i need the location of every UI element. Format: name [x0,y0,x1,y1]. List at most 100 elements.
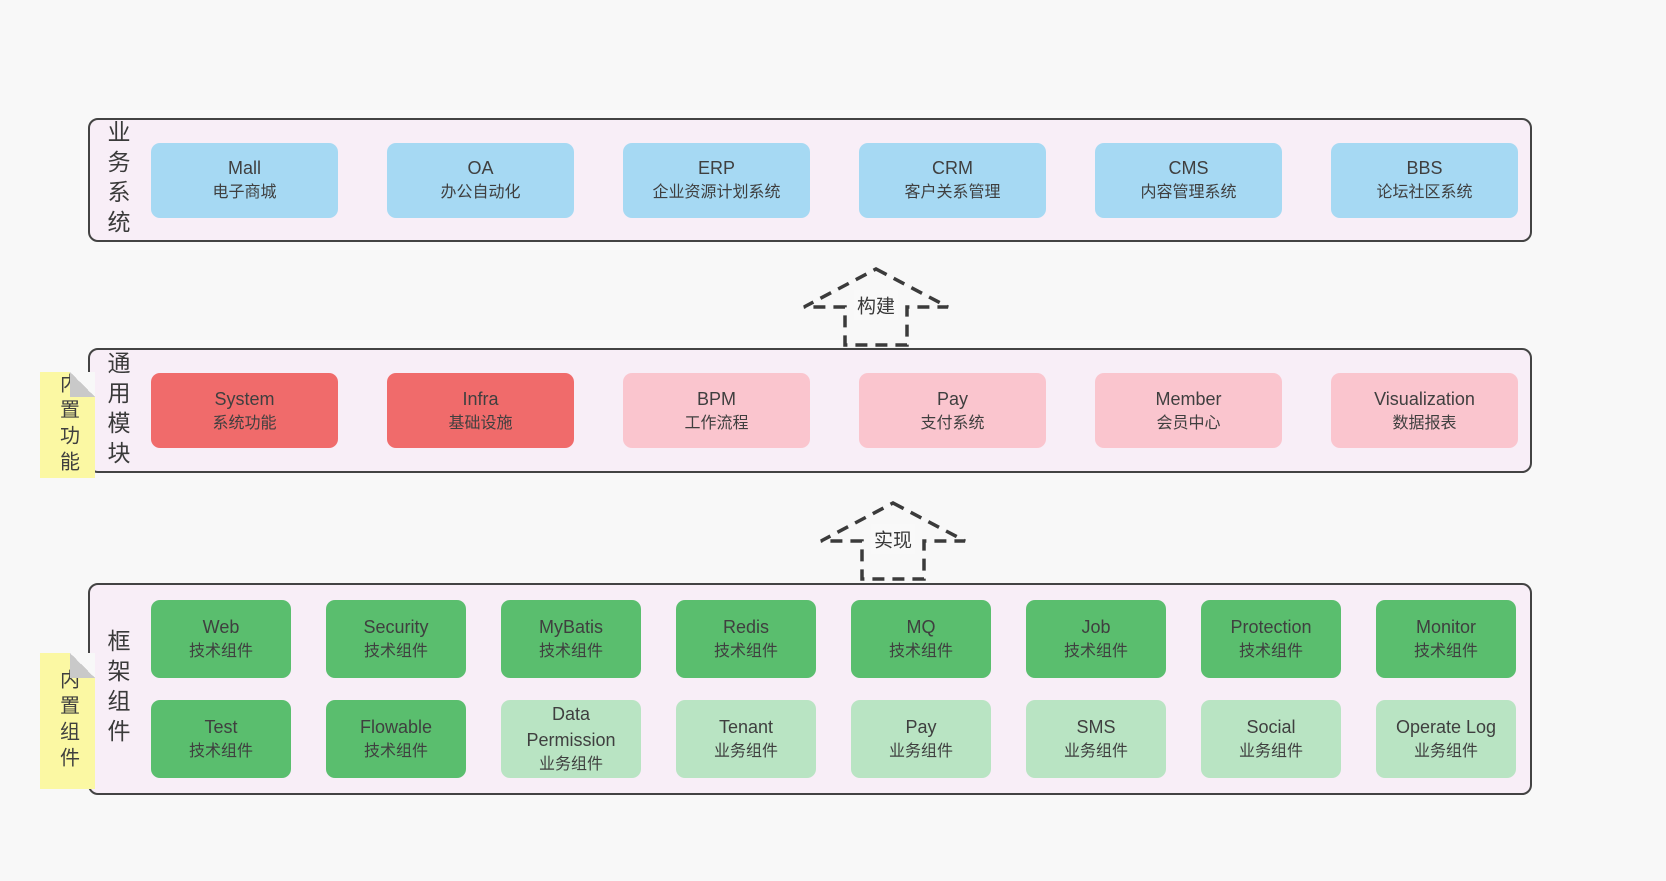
box-mybatis: MyBatis 技术组件 [501,600,641,678]
box-test: Test 技术组件 [151,700,291,778]
box-title: BPM [696,388,736,409]
box-subtitle: 技术组件 [1063,643,1128,660]
layer-label-business: 业务系统 [104,120,130,240]
box-subtitle: 论坛社区系统 [1376,184,1473,201]
box-operate-log: Operate Log 业务组件 [1376,700,1516,778]
box-bpm: BPM 工作流程 [623,373,810,448]
box-title: Pay [905,717,937,737]
folded-corner-icon [70,653,95,678]
box-title: Tenant [718,717,774,737]
layer-framework-components: 框架组件 Web 技术组件 Security 技术组件 MyBatis 技术组件 Redis… [88,583,1532,795]
box-mq: MQ 技术组件 [851,600,991,678]
sticky-note-text: 内置组件 [56,669,79,773]
box-subtitle: 技术组件 [888,643,953,660]
box-subtitle: 支付系统 [920,414,985,432]
box-subtitle: 技术组件 [188,743,253,760]
box-subtitle: 业务组件 [713,743,778,760]
box-title: CRM [932,158,973,178]
box-subtitle: 企业资源计划系统 [652,184,781,201]
box-title: Web [202,617,240,637]
sticky-note-built-in-functions: 内置功能 [40,372,95,478]
arrow-build-label: 构建 [853,289,899,321]
box-title: Social [1246,717,1296,737]
box-title: MyBatis [538,617,603,637]
box-social: Social 业务组件 [1201,700,1341,778]
box-visualization: Visualization 数据报表 [1331,373,1518,448]
box-monitor: Monitor 技术组件 [1376,600,1516,678]
box-erp: ERP 企业资源计划系统 [623,142,810,218]
up-arrow-icon [803,267,949,347]
box-infra: Infra 基础设施 [387,373,574,448]
up-arrow-icon [820,501,966,581]
box-title: Visualization [1374,388,1475,409]
box-subtitle: 业务组件 [538,756,603,773]
box-title: Protection [1230,617,1312,637]
box-title: BBS [1406,158,1443,178]
box-title: Infra [462,388,499,409]
sticky-note-built-in-components: 内置组件 [40,653,95,789]
box-title: ERP [697,158,735,178]
box-subtitle: 业务组件 [1413,743,1478,760]
box-subtitle: 技术组件 [1413,643,1478,660]
arrow-implement-label: 实现 [870,523,916,555]
box-title: Monitor [1415,617,1477,637]
arrow-build: 构建 [801,267,951,347]
arrow-implement: 实现 [818,501,968,581]
box-flowable: Flowable 技术组件 [326,700,466,778]
box-title: Flowable [359,717,433,737]
box-subtitle: 技术组件 [363,643,428,660]
box-protection: Protection 技术组件 [1201,600,1341,678]
box-title: Data Permission [526,704,616,750]
layer-label-modules: 通用模块 [104,350,130,471]
box-subtitle: 工作流程 [684,414,749,432]
box-system: System 系统功能 [151,373,338,448]
box-title: Mall [227,158,261,178]
box-web: Web 技术组件 [151,600,291,678]
box-subtitle: 会员中心 [1156,414,1221,432]
box-bbs: BBS 论坛社区系统 [1331,142,1518,218]
box-title: MQ [906,617,936,637]
box-title: CMS [1168,158,1209,178]
box-subtitle: 系统功能 [212,414,277,432]
box-data-permission: Data Permission 业务组件 [501,700,641,778]
layer-business-systems: 业务系统 Mall 电子商城 OA 办公自动化 ERP 企业资源计划系统 CRM 客户关系管理… [88,118,1532,242]
box-security: Security 技术组件 [326,600,466,678]
folded-corner-icon [70,372,95,397]
box-subtitle: 技术组件 [538,643,603,660]
box-subtitle: 技术组件 [363,743,428,760]
box-title: Operate Log [1395,717,1497,737]
box-title: System [214,388,275,409]
box-title: Redis [722,617,770,637]
box-title: SMS [1076,717,1116,737]
box-subtitle: 数据报表 [1392,414,1457,432]
box-job: Job 技术组件 [1026,600,1166,678]
box-subtitle: 技术组件 [1238,643,1303,660]
box-subtitle: 客户关系管理 [904,184,1001,201]
box-subtitle: 业务组件 [888,743,953,760]
box-sms: SMS 业务组件 [1026,700,1166,778]
box-title: Test [204,717,238,737]
layer-label-components: 框架组件 [104,629,130,749]
box-subtitle: 业务组件 [1238,743,1303,760]
box-subtitle: 技术组件 [188,643,253,660]
box-subtitle: 办公自动化 [440,184,521,201]
sticky-note-text: 内置功能 [56,373,79,477]
box-title: Security [363,617,429,637]
box-pay: Pay 业务组件 [851,700,991,778]
box-title: Job [1081,617,1111,637]
box-title: OA [467,158,494,178]
box-subtitle: 业务组件 [1063,743,1128,760]
box-subtitle: 技术组件 [713,643,778,660]
box-subtitle: 基础设施 [448,414,513,432]
box-subtitle: 电子商城 [212,184,277,201]
components-box-row-2: Test 技术组件 Flowable 技术组件 Data Permission 业务组件 T… [151,700,1516,778]
box-mall: Mall 电子商城 [151,142,338,218]
